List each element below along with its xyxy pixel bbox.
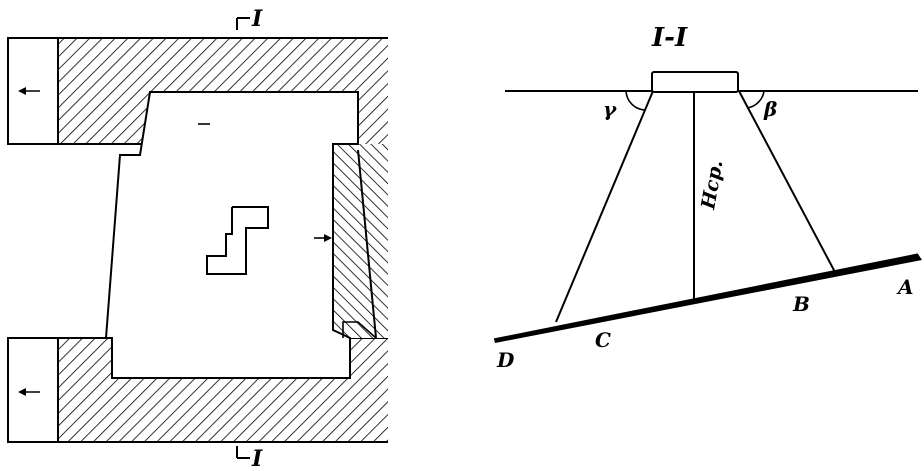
right-arrow-icon (324, 234, 332, 242)
stope-notch (342, 321, 377, 339)
point-D-label: D (496, 348, 515, 372)
right-wall-line (738, 90, 837, 275)
section-mark-top-label: I (251, 6, 263, 32)
section-title: I-I (651, 23, 688, 53)
height-label: Hcp. (697, 158, 727, 211)
point-C-label: C (595, 328, 611, 352)
top-block (651, 71, 739, 93)
section-view: I-I Hcp. γ β A B C D (493, 23, 922, 372)
point-A-label: A (896, 275, 914, 299)
bottom-end-block (7, 337, 59, 443)
left-wall-line (555, 90, 654, 323)
footwall-line (494, 254, 922, 343)
point-B-label: B (792, 292, 810, 316)
plan-view: I I (7, 6, 388, 471)
angle-left-label: γ (603, 97, 617, 121)
section-mark-bottom-label: I (251, 446, 263, 471)
top-arrow-icon (18, 87, 26, 95)
bottom-arrow-icon (18, 388, 26, 396)
angle-arc-left (625, 90, 646, 111)
right-rise-inner-edge (357, 149, 377, 339)
angle-arc-right (746, 90, 765, 109)
angle-right-label: β (763, 97, 777, 121)
right-rise-hatch (333, 144, 388, 338)
raise-symbol (206, 206, 269, 275)
footwall-upper (493, 253, 919, 340)
